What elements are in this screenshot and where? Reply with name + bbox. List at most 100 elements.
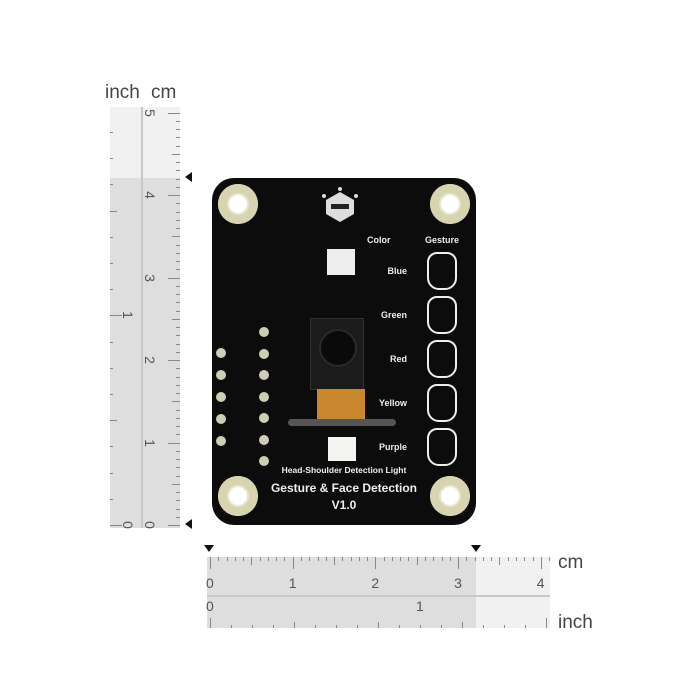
cm-tick-label: 0 — [206, 575, 214, 591]
cm-tick — [532, 557, 534, 561]
cm-tick — [168, 525, 180, 526]
cm-tick — [491, 557, 493, 561]
cm-tick — [176, 285, 180, 287]
header-pin — [259, 327, 269, 337]
cm-tick — [292, 557, 294, 569]
cm-tick-label: 3 — [141, 273, 158, 282]
header-pin — [216, 370, 226, 380]
cm-tick — [172, 483, 180, 485]
cm-tick — [176, 261, 180, 262]
cm-tick — [176, 500, 180, 502]
cm-tick — [176, 219, 180, 221]
cm-tick — [176, 459, 180, 460]
cm-tick — [176, 162, 180, 163]
cm-tick — [176, 327, 180, 328]
cm-tick — [176, 129, 180, 130]
inch-tick — [110, 184, 113, 186]
cm-tick — [176, 351, 180, 353]
cm-tick — [176, 120, 180, 122]
inch-tick — [546, 618, 547, 628]
cm-tick — [176, 310, 180, 312]
inch-tick — [399, 625, 400, 628]
open-palm-gesture-icon — [427, 340, 457, 378]
detection-light-led — [328, 437, 356, 461]
cm-tick — [284, 557, 286, 561]
cm-tick — [226, 557, 228, 561]
header-pin — [216, 436, 226, 446]
cm-tick — [276, 557, 278, 561]
cm-tick — [350, 557, 352, 561]
cm-tick — [176, 376, 180, 378]
color-label: Blue — [387, 266, 407, 276]
ok-gesture-icon — [427, 296, 457, 334]
inch-tick — [420, 625, 421, 628]
cm-unit-label: cm — [151, 82, 177, 103]
cm-tick — [172, 236, 180, 238]
cm-tick — [243, 557, 245, 561]
cm-tick — [176, 384, 180, 386]
cm-tick-label: 2 — [371, 575, 380, 591]
color-label: Yellow — [378, 398, 407, 408]
header-pin — [259, 370, 269, 380]
cm-tick — [176, 409, 180, 411]
inch-unit-label-h: inch — [558, 612, 593, 633]
bottom-marker-icon — [185, 519, 192, 529]
cm-tick — [176, 228, 180, 229]
cm-tick — [400, 557, 402, 561]
cm-tick — [540, 557, 542, 569]
cm-tick-label: 5 — [141, 108, 158, 117]
inch-tick — [378, 622, 379, 628]
cm-tick — [176, 294, 180, 295]
color-label: Green — [380, 310, 407, 320]
cm-tick — [176, 508, 180, 510]
cm-tick — [176, 335, 180, 337]
inch-unit-label: inch — [105, 82, 140, 103]
cm-unit-label-h: cm — [558, 552, 584, 573]
three-fingers-gesture-icon — [427, 384, 457, 422]
cm-tick — [391, 557, 393, 561]
cm-tick — [176, 368, 180, 370]
cm-tick — [259, 557, 261, 561]
cm-tick — [251, 557, 253, 565]
inch-tick — [210, 618, 211, 628]
inch-tick — [110, 132, 113, 133]
cm-tick — [218, 557, 220, 561]
cm-tick — [267, 557, 269, 561]
logo-icon — [322, 187, 358, 222]
cm-tick — [176, 302, 180, 304]
inch-tick — [110, 289, 113, 291]
inch-tick — [336, 625, 337, 628]
cm-tick — [176, 393, 180, 394]
inch-tick — [110, 158, 113, 160]
detection-light-label: Head-Shoulder Detection Light — [281, 465, 407, 475]
header-pin — [259, 434, 269, 445]
inch-tick — [110, 236, 113, 238]
vertical-ruler-divider — [141, 107, 143, 528]
color-label: Red — [389, 354, 407, 364]
cm-tick — [176, 417, 180, 419]
cm-tick — [458, 557, 460, 569]
cm-tick — [416, 557, 418, 565]
cm-tick — [172, 401, 180, 403]
board-title: Gesture & Face Detection — [270, 481, 418, 495]
cm-tick — [168, 277, 180, 279]
pinky-thumb-gesture-icon — [427, 428, 457, 466]
cm-tick — [549, 557, 551, 561]
header-pin — [216, 414, 226, 424]
cm-tick — [176, 269, 180, 271]
inch-tick — [273, 625, 274, 628]
inch-tick — [294, 622, 295, 628]
cm-tick — [309, 557, 311, 561]
cm-tick-label: 1 — [141, 438, 158, 447]
cm-tick-label: 4 — [536, 575, 545, 591]
cm-tick — [441, 557, 443, 561]
inch-tick — [110, 472, 113, 474]
vertical-ruler-shade — [110, 178, 180, 528]
cm-tick — [176, 244, 180, 246]
cm-tick — [176, 203, 180, 205]
cm-tick — [168, 195, 180, 196]
inch-tick — [110, 315, 122, 317]
camera-module — [310, 318, 364, 390]
cm-tick — [408, 557, 410, 561]
